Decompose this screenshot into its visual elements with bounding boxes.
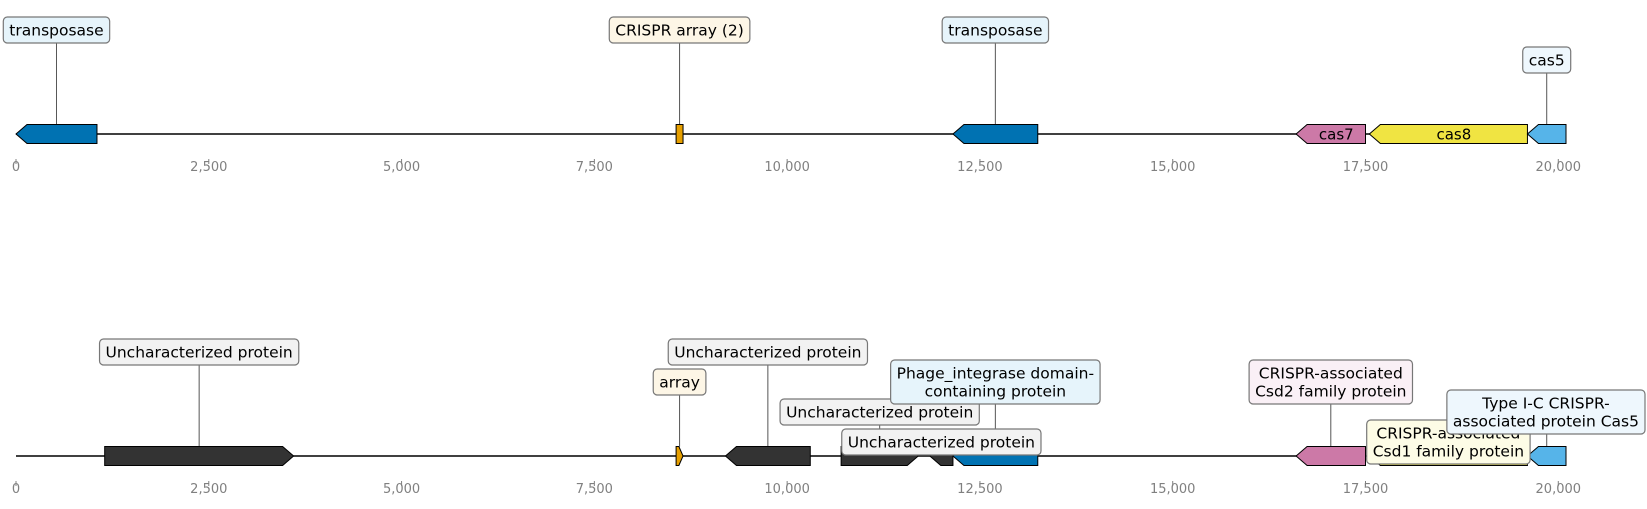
callout-label-line: associated protein Cas5 [1453, 413, 1639, 431]
gene-label: cas7 [1319, 126, 1354, 144]
axis-tick-label: 20,000 [1536, 482, 1582, 497]
callout-label-line: Type I-C CRISPR- [1481, 395, 1610, 413]
gene-callout-label: Uncharacterized protein [848, 434, 1035, 452]
callout-label-line: transposase [9, 22, 103, 40]
callout-box [941, 16, 1050, 44]
callout-label-line: Uncharacterized protein [106, 344, 293, 362]
callout-box [1522, 46, 1572, 74]
gene-callout-label: array [659, 374, 700, 392]
gene-callout-label: transposase [948, 22, 1042, 40]
axis-tick-label: 0 [12, 482, 20, 497]
callout-label-line: Csd2 family protein [1255, 383, 1406, 401]
gene-arrow [675, 124, 684, 144]
axis-tick-label: 0 [12, 160, 20, 175]
axis-tick-label: 10,000 [764, 482, 810, 497]
axis-tick-label: 2,500 [190, 160, 227, 175]
gene-arrow [1295, 446, 1367, 466]
axis-tick-label: 20,000 [1536, 160, 1582, 175]
axis-tick-label: 7,500 [576, 160, 613, 175]
callout-box [2, 16, 111, 44]
axis-tick-label: 5,000 [383, 160, 420, 175]
axis-tick-label: 15,000 [1150, 482, 1196, 497]
gene-arrow [1526, 446, 1567, 466]
gene-callout-label: Uncharacterized protein [786, 404, 973, 422]
gene-label: cas8 [1436, 126, 1471, 144]
gene-labels: Uncharacterized proteinarrayUncharacteri… [98, 338, 1646, 465]
axis-tick-label: 15,000 [1150, 160, 1196, 175]
gene-callout-label: Phage_integrase domain-containing protei… [897, 365, 1094, 401]
gene-callout-label: CRISPR array (2) [615, 22, 744, 40]
callout-label-line: Csd1 family protein [1373, 443, 1524, 461]
axis-tick-label: 2,500 [190, 482, 227, 497]
gene-arrow [104, 446, 295, 466]
callout-label-line: transposase [948, 22, 1042, 40]
gene-arrow [1526, 124, 1567, 144]
gene-labels: transposase CRISPR array (2) transposase ca… [2, 16, 1572, 144]
track-1: 0 2,500 5,000 7,500 10,000 12,500 15,000 17,500… [2, 16, 1582, 175]
axis-tick-label: 5,000 [383, 482, 420, 497]
axis-tick-label: 12,500 [957, 482, 1003, 497]
gene-callout-label: transposase [9, 22, 103, 40]
callout-box [98, 338, 300, 366]
callout-label-line: Uncharacterized protein [674, 344, 861, 362]
callout-box [779, 398, 980, 426]
gene-callout-label: cas5 [1529, 52, 1565, 70]
callout-box [841, 428, 1042, 456]
axis-tick-label: 10,000 [764, 160, 810, 175]
callout-box [890, 359, 1101, 405]
callout-box [667, 338, 869, 366]
gene-callout-label: Type I-C CRISPR-associated protein Cas5 [1453, 395, 1639, 431]
gene-callout-label: Uncharacterized protein [674, 344, 861, 362]
callout-label-line: CRISPR array (2) [615, 22, 744, 40]
callout-box [1248, 359, 1414, 405]
axis-tick-label: 12,500 [957, 160, 1003, 175]
gene-arrow [15, 124, 98, 144]
callout-label-line: CRISPR-associated [1259, 365, 1403, 383]
track-2: 0 2,500 5,000 7,500 10,000 12,500 15,000 17,500… [12, 338, 1646, 497]
callout-box [608, 16, 751, 44]
axis-tick-label: 17,500 [1343, 482, 1389, 497]
callout-label-line: array [659, 374, 700, 392]
gene-arrow [724, 446, 811, 466]
callout-label-line: Phage_integrase domain- [897, 365, 1094, 384]
callout-label-line: Uncharacterized protein [848, 434, 1035, 452]
gene-callout-label: Uncharacterized protein [106, 344, 293, 362]
callout-box [652, 368, 707, 396]
callout-box [1446, 389, 1646, 435]
gene-arrow [952, 124, 1039, 144]
gene-arrow [675, 446, 684, 466]
gene-arrow [1295, 124, 1367, 144]
callout-label-line: Uncharacterized protein [786, 404, 973, 422]
callout-lines [55, 43, 1548, 125]
callout-lines [198, 365, 1548, 464]
gene-arrows [15, 124, 1567, 144]
axis-tick-label: 7,500 [576, 482, 613, 497]
callout-label-line: containing protein [925, 383, 1067, 401]
axis-tick-label: 17,500 [1343, 160, 1389, 175]
callout-label-line: cas5 [1529, 52, 1565, 70]
